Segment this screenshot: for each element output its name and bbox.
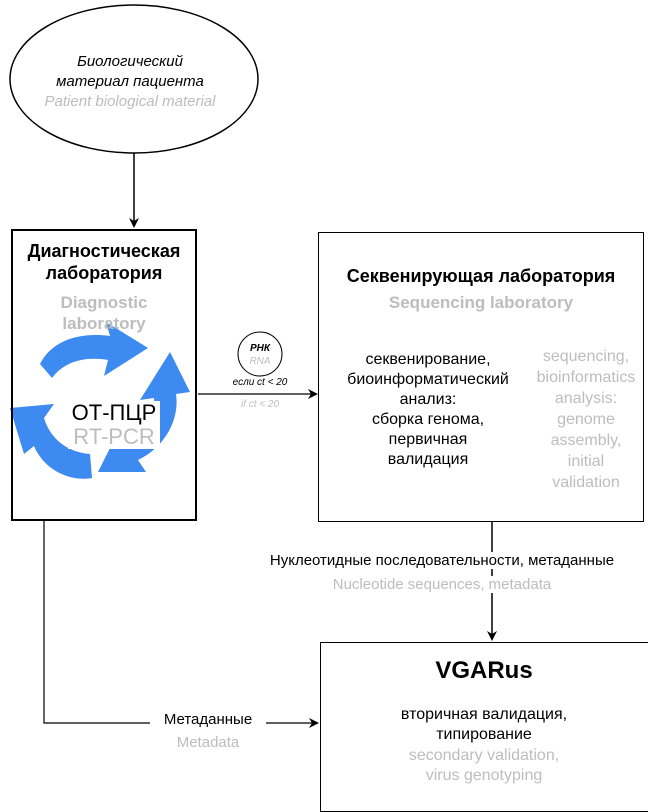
start-node: Биологический материал пациента Patient … — [20, 52, 240, 112]
vgarus-ru-line-1: вторичная валидация, — [400, 706, 568, 723]
ct-condition-en: if ct < 20 — [240, 399, 280, 410]
seq-en-line: assembly, — [550, 432, 622, 449]
rna-label-en: RNA — [249, 356, 271, 367]
vgarus-en-line-1: secondary validation, — [408, 747, 560, 764]
rt-pcr-label: ОТ-ПЦР RT-PCR — [68, 401, 160, 449]
sequencing-lab-title: Секвенирующая лаборатория — [346, 266, 616, 286]
cycle-arrows-icon — [10, 322, 190, 479]
vgarus-description-en: secondary validation, virus genotyping — [320, 746, 648, 786]
diagnostic-lab-title: Диагностическая лаборатория — [11, 240, 197, 284]
seq-ru-line: биоинформатический — [347, 371, 509, 388]
start-label-ru-2: материал пациента — [56, 73, 204, 90]
diagnostic-title-en-1: Diagnostic — [60, 293, 148, 312]
diagnostic-lab-box — [11, 229, 197, 521]
rna-circle — [237, 331, 283, 377]
diagnostic-title-en-2: laboratory — [62, 314, 146, 333]
seq-en-line: bioinformatics — [536, 369, 636, 386]
seq-ru-line: секвенирование, — [365, 351, 491, 368]
vgarus-description-ru: вторичная валидация, типирование — [320, 705, 648, 745]
seq-en-line: analysis: — [554, 390, 618, 407]
seq-ru-line: первичная — [388, 431, 468, 448]
vgarus-en-line-2: virus genotyping — [425, 767, 543, 784]
metadata-label-ru: Метаданные — [150, 711, 266, 728]
start-label-en: Patient biological material — [44, 93, 216, 110]
sequences-metadata-label-en: Nucleotide sequences, metadata — [236, 576, 648, 593]
metadata-label-en: Metadata — [176, 734, 240, 751]
seq-en-line: initial — [567, 453, 605, 470]
diagnostic-title-ru-2: лаборатория — [45, 263, 163, 283]
seq-en-line: genome — [557, 411, 615, 428]
diagnostic-title-ru-1: Диагностическая — [27, 241, 181, 261]
sequencing-description-en: sequencing, bioinformatics analysis: gen… — [532, 346, 640, 493]
diagnostic-lab-subtitle: Diagnostic laboratory — [11, 292, 197, 334]
vgarus-ru-line-2: типирование — [436, 726, 532, 743]
ct-condition-ru: если ct < 20 — [232, 377, 288, 388]
seq-ru-line: анализ: — [399, 391, 457, 408]
rt-pcr-en: RT-PCR — [73, 424, 155, 449]
sequences-metadata-label-ru: Нуклеотидные последовательности, метадан… — [236, 552, 648, 569]
rna-label-ru: РНК — [249, 343, 271, 354]
seq-ru-line: валидация — [387, 451, 469, 468]
seq-en-line: validation — [552, 474, 620, 491]
seq-en-line: sequencing, — [542, 348, 630, 365]
start-label-ru-1: Биологический — [77, 53, 183, 70]
sequencing-lab-subtitle: Sequencing laboratory — [388, 293, 574, 312]
vgarus-title: VGARus — [435, 657, 533, 684]
seq-ru-line: сборка генома, — [371, 411, 485, 428]
sequencing-description-ru: секвенирование, биоинформатический анали… — [328, 350, 528, 470]
sequencing-lab-box — [318, 232, 644, 522]
rt-pcr-ru: ОТ-ПЦР — [71, 400, 157, 425]
